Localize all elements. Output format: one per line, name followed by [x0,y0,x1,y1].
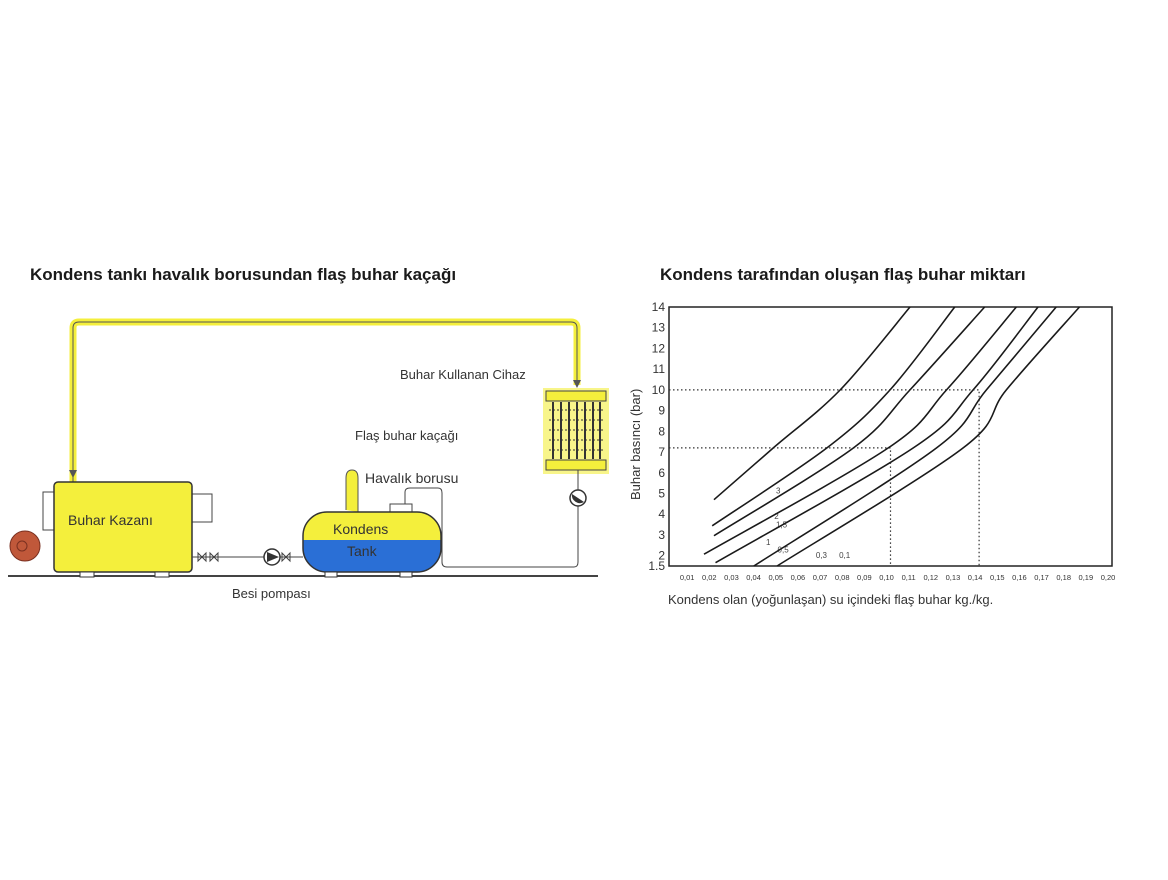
boiler-foot [79,571,95,578]
tank-water [303,540,441,572]
device-top-plate [545,390,607,402]
x-tick-label: 0,03 [724,573,739,582]
tank-steam-space [303,512,441,540]
x-tick-label: 0,14 [968,573,983,582]
x-tick-label: 0,04 [746,573,761,582]
device-bottom-plate [545,459,607,471]
y-tick-label: 5 [658,486,665,500]
series-label: 0,3 [816,551,828,560]
x-tick-label: 0,11 [902,573,916,582]
x-tick-label: 0,17 [1034,573,1049,582]
vent-pipe-label: Havalık borusu [365,470,458,486]
guide-line [669,389,980,566]
series-line-3 [713,306,911,501]
plot-frame [668,306,1113,567]
burner-fan-hub [16,540,28,552]
x-tick-label: 0,09 [857,573,872,582]
x-tick-label: 0,18 [1056,573,1071,582]
boiler-foot [154,571,170,578]
y-tick-label: 14 [652,300,666,314]
series-label: 0,1 [839,551,851,560]
series-line-0-5 [715,306,1039,564]
x-tick-label: 0,08 [835,573,850,582]
x-tick-label: 0,01 [680,573,695,582]
y-tick-label: 6 [658,466,665,480]
x-tick-label: 0,13 [946,573,961,582]
series-line-0-3 [753,306,1057,567]
y-tick-label: 4 [658,507,665,521]
vent-pipe [345,469,359,512]
y-tick-label: 1.5 [648,559,665,573]
x-tick-label: 0,19 [1079,573,1094,582]
flash-leak-label: Flaş buhar kaçağı [355,428,458,443]
condensate-return-line [404,487,579,568]
series-label: 3 [776,487,781,496]
boiler-label: Buhar Kazanı [68,512,153,528]
y-tick-label: 3 [658,528,665,542]
x-tick-label: 0,20 [1101,573,1116,582]
tank-foot [399,571,413,578]
x-tick-label: 0,16 [1012,573,1027,582]
pump-arrow-icon [267,552,279,562]
series-line-2 [711,306,956,527]
steam-trap-fill [571,494,584,504]
valve-icon [197,551,291,563]
x-tick-label: 0,07 [813,573,828,582]
series-line-1-5 [713,306,986,537]
series-label: 0,5 [778,546,790,555]
y-tick-label: 10 [652,383,666,397]
series-line-1 [703,306,1017,555]
x-tick-label: 0,15 [990,573,1005,582]
device-fins [549,409,603,451]
y-tick-label: 12 [652,341,666,355]
burner-fan [9,530,41,562]
y-axis-label: Buhar basıncı (bar) [628,389,643,500]
steam-system-diagram: Buhar Kazanı Besi pompası Kondens Tank H… [8,318,609,601]
series-label: 1 [766,538,771,547]
y-tick-label: 7 [658,445,665,459]
feed-pump-label: Besi pompası [232,586,311,601]
y-tick-label: 2 [658,549,665,563]
x-tick-label: 0,10 [879,573,894,582]
tank-label-bottom: Tank [347,543,378,559]
x-tick-label: 0,12 [923,573,938,582]
y-tick-label: 13 [652,321,666,335]
x-axis-label: Kondens olan (yoğunlaşan) su içindeki fl… [668,592,993,607]
diagram-title: Kondens tankı havalık borusundan flaş bu… [30,265,457,284]
x-tick-label: 0,06 [791,573,806,582]
tank-foot [324,571,338,578]
y-tick-label: 9 [658,404,665,418]
y-tick-label: 11 [653,362,666,376]
x-tick-label: 0,05 [768,573,783,582]
series-label: 2 [774,512,779,521]
steam-pipe-outline [72,321,578,490]
device-label: Buhar Kullanan Cihaz [400,367,526,382]
series-line-0-1 [776,306,1081,567]
y-tick-label: 8 [658,424,665,438]
tank-label-top: Kondens [333,521,388,537]
boiler-body [53,481,193,573]
condensate-tank [302,511,442,573]
guide-line [669,447,892,566]
chart-title: Kondens tarafından oluşan flaş buhar mik… [660,265,1026,284]
x-tick-label: 0,02 [702,573,717,582]
